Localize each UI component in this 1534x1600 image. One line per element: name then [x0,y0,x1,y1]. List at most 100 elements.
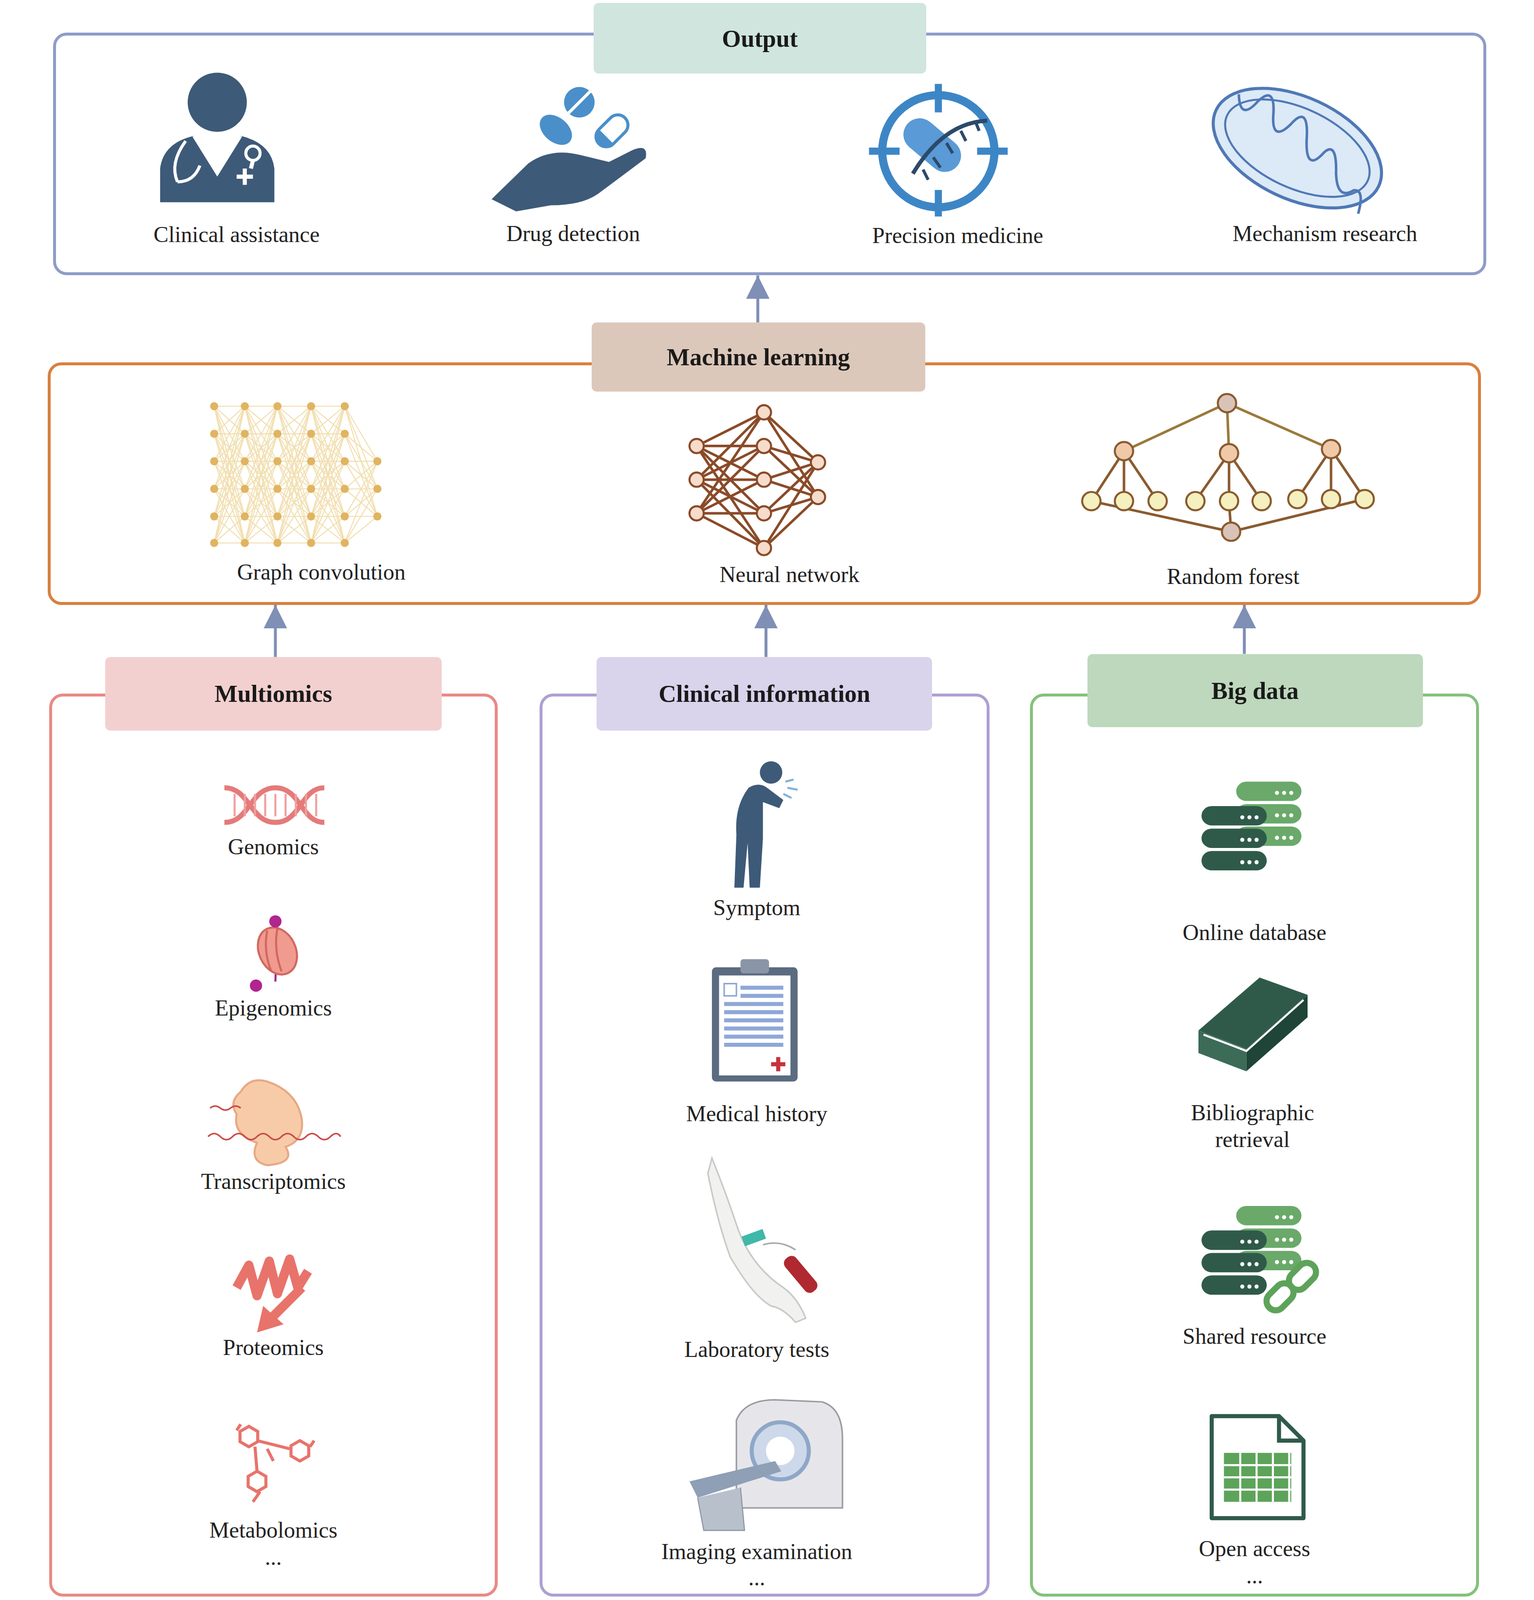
graph-edge [214,433,245,543]
database-icon [1247,860,1252,864]
graph-edge [277,406,312,462]
tree-leaf [1355,489,1374,509]
graph-edge [244,405,278,407]
graph-edge [311,488,345,543]
network-node [756,405,771,420]
dna-icon [274,793,277,817]
database-icon [1282,1237,1287,1242]
database-icon [1247,1239,1252,1244]
pill-icon [591,110,633,151]
database-icon [1247,837,1252,842]
item-node: Mechanism research [1232,220,1418,247]
item-node: Genomics [227,833,319,861]
item-node: Precision medicine [872,222,1044,249]
panel-heading: Big data [1087,654,1423,728]
panel-heading: Clinical information [596,656,933,731]
graph-dot [306,402,316,411]
molecule-icon [248,1471,266,1492]
item-node: Shared resource [1182,1322,1327,1350]
ribosome-icon [233,1080,302,1165]
scanner-icon [766,1436,795,1465]
graph-edge [311,406,345,434]
item-node: Imaging examination [661,1537,853,1565]
database-icon [1289,1259,1293,1264]
database-icon [1247,1284,1252,1289]
item-label: Genomics [227,834,319,860]
graph-edge [277,516,312,543]
group-panel: MultiomicsGenomicsEpigenomicsTranscripto… [49,693,499,1597]
graph-edge [244,488,278,543]
graph-dot [209,512,219,521]
graph-dot [240,402,249,411]
graph-edge [244,516,278,543]
tube-line-icon [763,1242,796,1250]
graph-edge [214,406,245,543]
tree-node [1321,439,1341,459]
panel-heading: Output [593,2,927,74]
item-label: Online database [1182,919,1327,945]
tree-leaf [1114,491,1134,511]
dna-icon [224,787,325,823]
graph-edge [311,406,345,543]
graph-edge [244,406,278,517]
item-label: Precision medicine [872,223,1044,248]
graph-edge [214,488,245,543]
dna-icon [224,787,325,823]
dna-icon [263,793,266,817]
graph-dot [273,457,282,466]
graph-edge [311,406,345,517]
dna-icon [284,793,287,817]
graph-edge [214,406,245,462]
database-icon [1240,1239,1245,1244]
clipboard-icon [740,985,784,990]
database-icon [1235,1205,1302,1226]
network-node [756,438,771,453]
graph-edge [277,542,312,544]
graph-dot [209,538,219,547]
document-icon [1211,1416,1304,1518]
database-icon [1282,813,1287,818]
graph-edge [214,488,245,543]
graph-dot [209,429,219,438]
protein-icon [257,1305,284,1332]
network-edge [696,511,764,515]
item-node: Epigenomics [214,994,332,1022]
database-icon [1254,1284,1259,1289]
graph-edge [344,461,378,517]
database-icon [1235,781,1302,802]
group-panel: Machine learningGraph convolutionNeural … [47,362,1481,605]
pill-icon [533,108,578,151]
panel-heading: Machine learning [591,322,926,392]
tree-leaf [1288,489,1307,509]
network-edge [696,479,764,548]
item-label: Mechanism research [1232,221,1418,246]
graph-edge [344,461,378,489]
tree-leaf [1082,491,1101,511]
database-icon [1274,1215,1279,1219]
graph-edge [277,488,312,543]
network-node [689,505,704,521]
network-node [756,472,771,487]
table-icon [1223,1452,1291,1502]
graph-edge [244,406,278,543]
pill-icon [568,91,591,114]
tree-leaf [1148,491,1167,511]
flow-arrow [756,275,760,322]
graph-dot [306,484,316,493]
graph-edge [277,406,312,434]
tree-leaf [1186,491,1205,511]
graph-edge [344,406,378,462]
network-edge [696,412,764,514]
database-icon [1201,1230,1267,1250]
graph-edge [277,461,312,543]
item-label: Drug detection [506,221,641,246]
network-edge [696,412,764,480]
graph-edge [344,461,378,489]
graph-dot [306,538,316,547]
item-node: Laboratory tests [684,1335,830,1363]
database-icon [1274,813,1279,818]
database-icon [1254,837,1259,842]
mitochondrion-icon [1194,63,1401,233]
item-label: Symptom [713,895,801,920]
item-node: Open access [1198,1534,1311,1562]
